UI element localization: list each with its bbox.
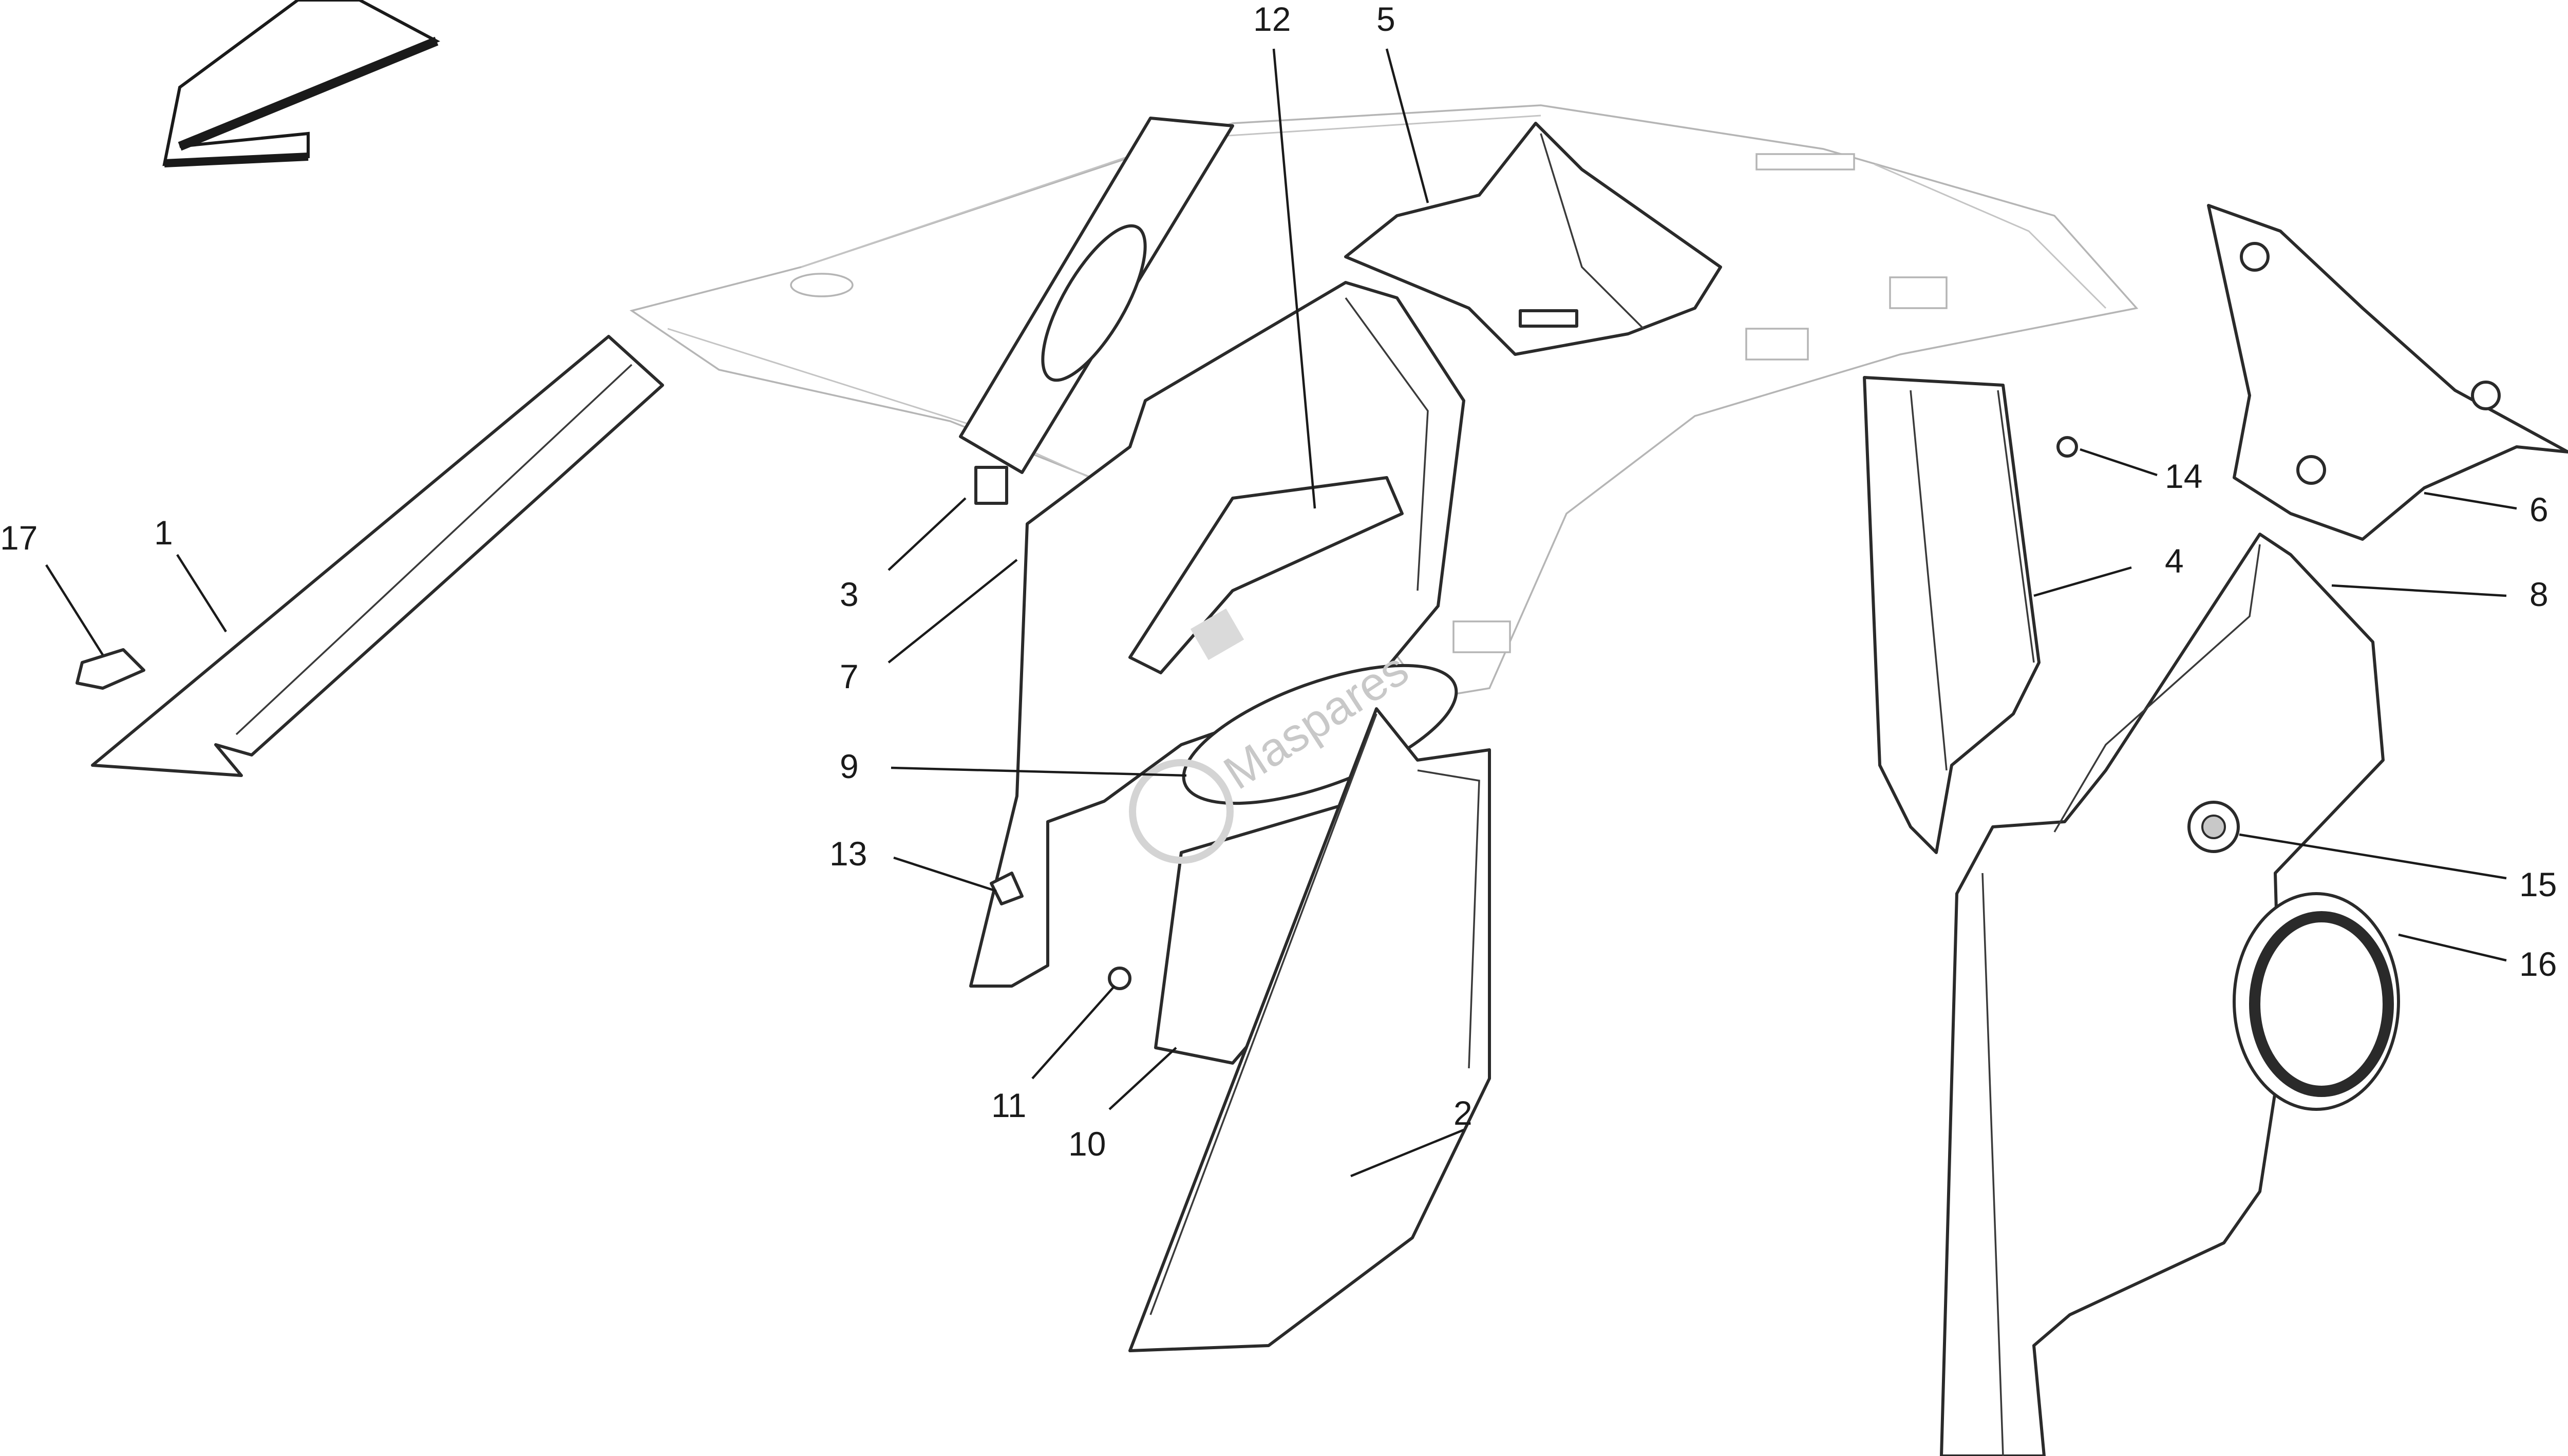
callout-8: 8 [2529, 575, 2548, 613]
speaker-ring-part [2233, 892, 2400, 1111]
quarter-panel-upper-part [969, 281, 1465, 988]
door-pillar-trim-part [1863, 376, 2041, 854]
leader-lines [45, 48, 2517, 1178]
b-pillar-upper-trim-part [959, 117, 1234, 505]
callout-15: 15 [2519, 865, 2557, 903]
callout-12: 12 [1253, 0, 1291, 38]
callout-11: 11 [991, 1086, 1027, 1124]
c-pillar-lower-trim-part [1128, 707, 1491, 1352]
grommet-part [2187, 801, 2240, 853]
screw-part [2056, 436, 2078, 458]
a-pillar-trim-part [91, 335, 664, 777]
callout-7: 7 [840, 657, 859, 695]
callout-5: 5 [1376, 0, 1395, 38]
roof-rear-trim-part [1344, 122, 1722, 356]
clip-part [75, 648, 145, 690]
clip-11-part [1108, 967, 1131, 990]
callout-1: 1 [154, 514, 173, 552]
callout-2: 2 [1453, 1094, 1472, 1132]
oval-cover-part [1182, 664, 1458, 805]
callout-17: 17 [0, 519, 37, 557]
callout-9: 9 [840, 747, 859, 785]
callout-14: 14 [2165, 457, 2202, 495]
screw-13-part [990, 872, 1024, 905]
callout-16: 16 [2519, 945, 2557, 983]
callout-10: 10 [1068, 1125, 1106, 1163]
callout-3: 3 [840, 575, 859, 613]
side-rear-panel-part [1940, 533, 2385, 1456]
callout-6: 6 [2529, 490, 2548, 528]
rear-quarter-trim-part [2207, 204, 2568, 541]
direction-arrow-icon [162, 0, 441, 167]
callout-13: 13 [829, 835, 867, 873]
callout-4: 4 [2165, 542, 2184, 580]
